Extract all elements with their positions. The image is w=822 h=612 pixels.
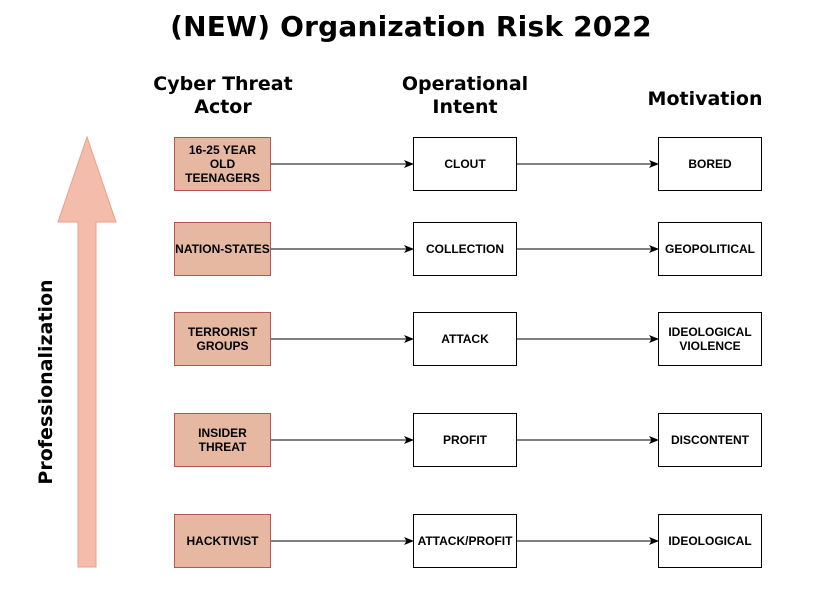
intent-box-attack-profit: ATTACK/PROFIT [413, 514, 517, 568]
actor-label: GROUPS [196, 339, 249, 353]
actor-label: TEENAGERS [185, 171, 260, 185]
motivation-label: GEOPOLITICAL [665, 242, 755, 256]
professionalization-label: Professionalization [35, 279, 57, 485]
header-operational-intent: Operational Intent [390, 73, 540, 119]
header-motivation: Motivation [630, 88, 780, 111]
actor-box-hacktivist: HACKTIVIST [174, 514, 271, 568]
motivation-box-bored: BORED [658, 137, 762, 191]
motivation-box-geopolitical: GEOPOLITICAL [658, 222, 762, 276]
professionalization-arrow [57, 135, 117, 568]
actor-label: OLD [209, 157, 236, 171]
intent-label: ATTACK [441, 332, 489, 346]
header-intent-line1: Operational [401, 73, 529, 95]
intent-box-profit: PROFIT [413, 413, 517, 467]
header-intent-line2: Intent [432, 96, 498, 118]
intent-box-clout: CLOUT [413, 137, 517, 191]
actor-label: INSIDER [198, 426, 247, 440]
motivation-label: BORED [688, 157, 732, 171]
header-actor-line1: Cyber Threat [153, 73, 293, 95]
actor-label: 16-25 YEAR [188, 143, 257, 157]
intent-label: ATTACK/PROFIT [417, 534, 513, 548]
header-cyber-threat-actor: Cyber Threat Actor [147, 73, 299, 119]
header-motivation-text: Motivation [647, 88, 763, 110]
diagram-title: (NEW) Organization Risk 2022 [170, 10, 652, 43]
intent-label: PROFIT [443, 433, 487, 447]
motivation-label: IDEOLOGICAL [668, 325, 752, 339]
intent-box-collection: COLLECTION [413, 222, 517, 276]
motivation-box-discontent: DISCONTENT [658, 413, 762, 467]
motivation-box-ideological: IDEOLOGICAL [658, 514, 762, 568]
actor-label: NATION-STATES [175, 242, 270, 256]
header-actor-line2: Actor [194, 96, 252, 118]
intent-label: CLOUT [444, 157, 486, 171]
actor-label: HACKTIVIST [186, 534, 259, 548]
motivation-label: IDEOLOGICAL [668, 534, 752, 548]
actor-label: THREAT [198, 440, 247, 454]
motivation-label: VIOLENCE [679, 339, 741, 353]
connectors-group [271, 160, 659, 545]
motivation-label: DISCONTENT [671, 433, 749, 447]
actor-label: TERRORIST [187, 325, 258, 339]
intent-label: COLLECTION [426, 242, 504, 256]
intent-box-attack: ATTACK [413, 312, 517, 366]
actor-box-nation-states: NATION-STATES [174, 222, 271, 276]
